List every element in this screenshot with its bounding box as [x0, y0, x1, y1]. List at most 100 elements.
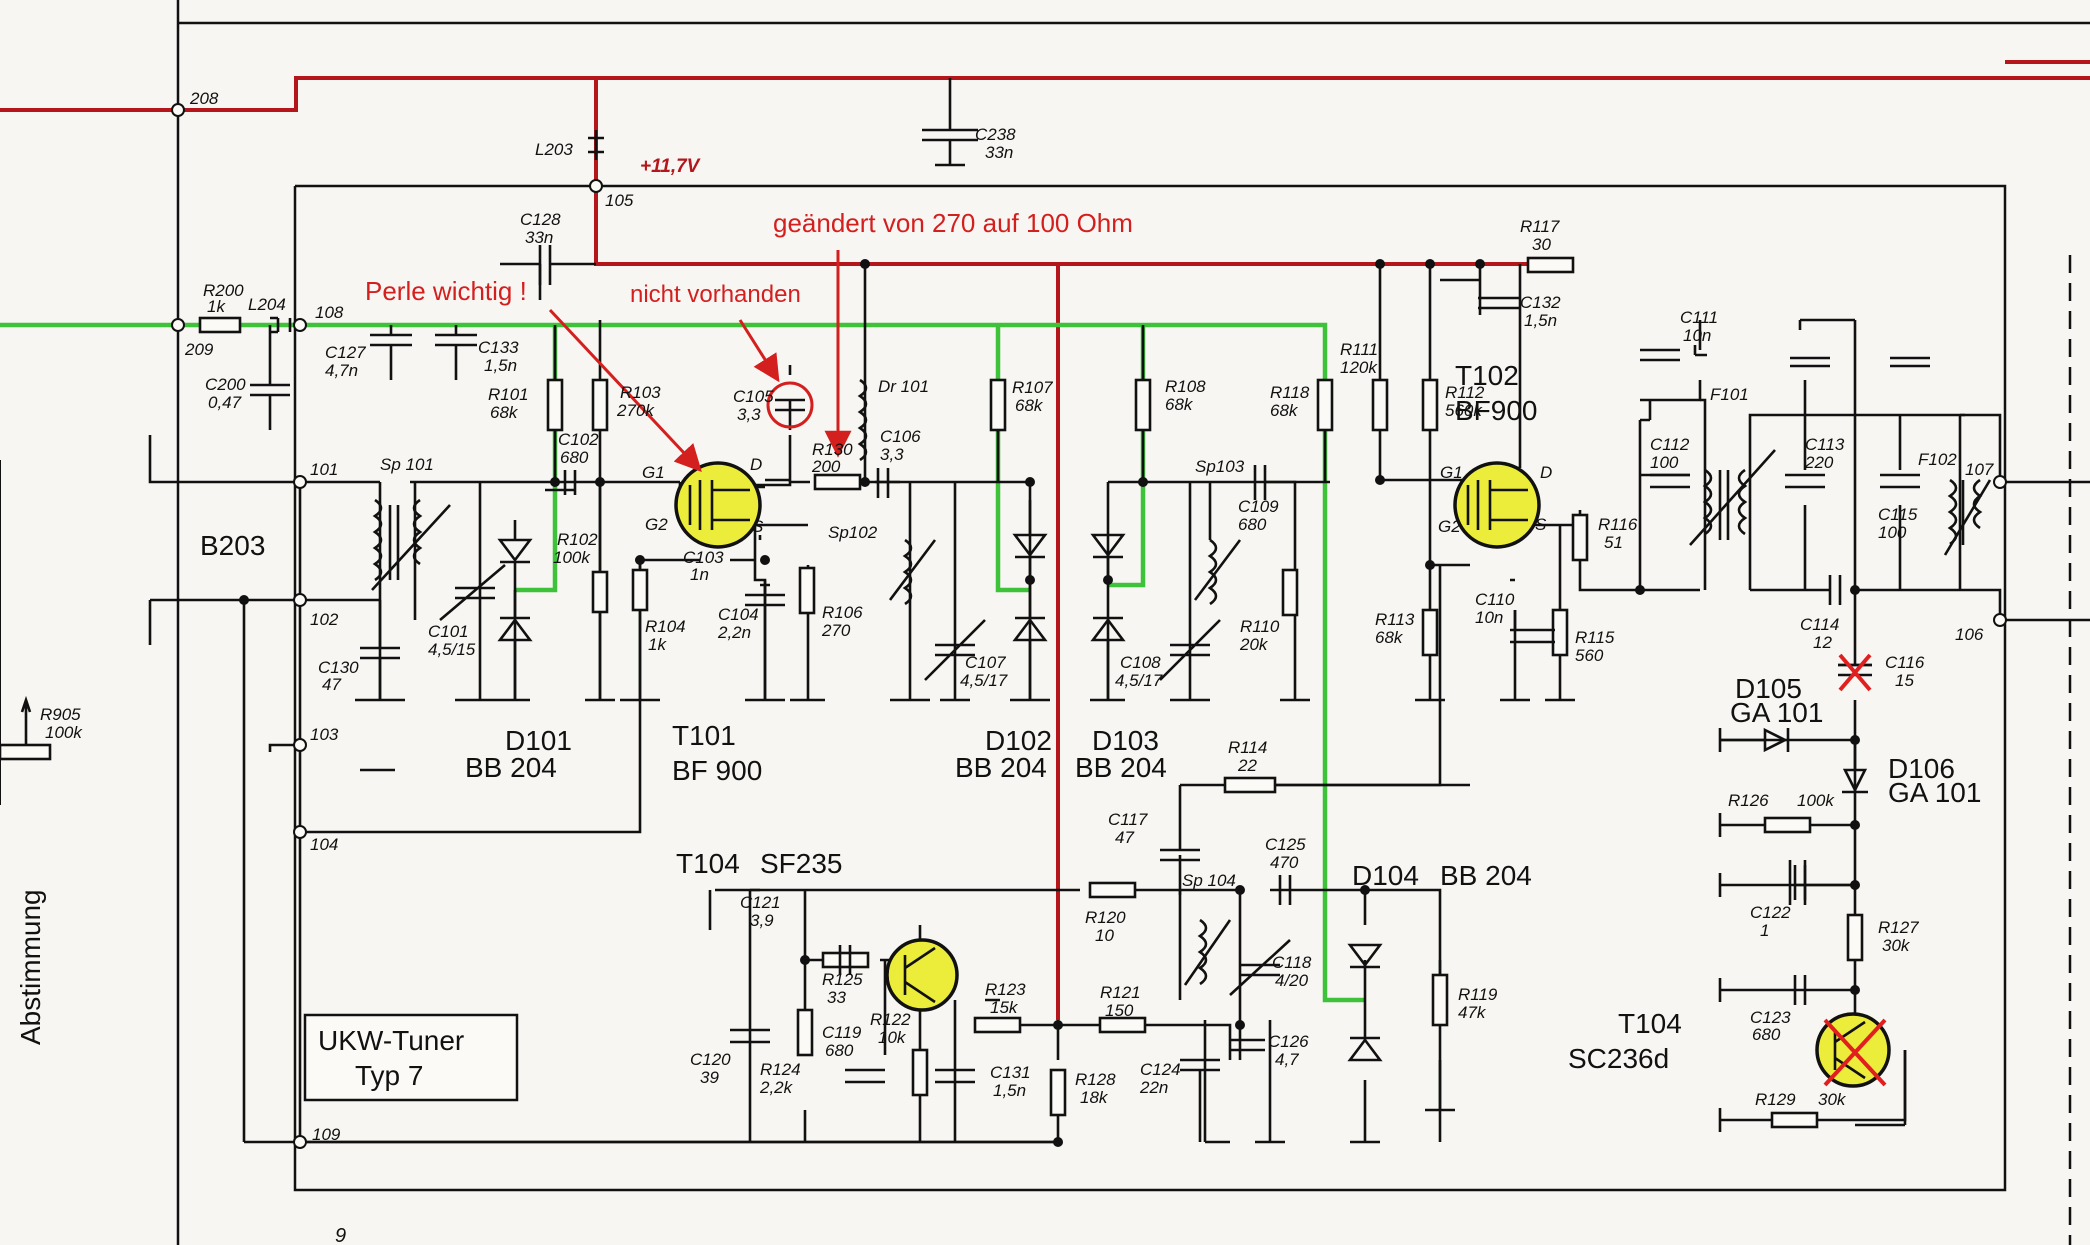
- label-misc-b203: B203: [200, 530, 265, 561]
- R905-symbol: [0, 743, 52, 761]
- label-components-c238-value: 33n: [985, 143, 1013, 162]
- label-transistors-t104_osc-name: T104: [676, 848, 740, 879]
- label-misc-sa: S: [752, 517, 764, 536]
- R118-symbol: [1316, 378, 1334, 432]
- R113-symbol: [1421, 608, 1439, 657]
- label-components-c113-ref: C113: [1805, 435, 1845, 454]
- label-components-r128-value: 18k: [1080, 1088, 1109, 1107]
- label-components-c238-ref: C238: [975, 125, 1016, 144]
- R129-symbol: [1770, 1111, 1819, 1129]
- label-components-c106-ref: C106: [880, 427, 921, 446]
- label-components-r127-value: 30k: [1882, 936, 1911, 955]
- label-components-r104-ref: R104: [645, 617, 686, 636]
- label-components-r115-ref: R115: [1575, 628, 1615, 647]
- label-components-c121-value: 3,9: [750, 911, 774, 930]
- label-misc-l203: L203: [535, 140, 573, 159]
- label-diodes-d102-name: D102: [985, 725, 1052, 756]
- label-misc-f102: F102: [1918, 450, 1957, 469]
- label-components-r117-value: 30: [1532, 235, 1551, 254]
- label-components-r107-value: 68k: [1015, 396, 1044, 415]
- label-components-r200-value: 1k: [207, 297, 226, 316]
- label-components-r113-value: 68k: [1375, 628, 1404, 647]
- label-components-r125-ref: R125: [822, 970, 863, 989]
- grounds: [355, 698, 1905, 1144]
- label-components-r129-ref: R129: [1755, 1090, 1796, 1109]
- annotation-bead-note: Perle wichtig !: [365, 276, 527, 306]
- label-components-r106-value: 270: [821, 621, 851, 640]
- label-components-c116-value: 15: [1895, 671, 1914, 690]
- label-nodes-9: 106: [1955, 625, 1984, 644]
- label-components-c105-value: 3,3: [737, 405, 761, 424]
- label-misc-sp104: Sp 104: [1182, 871, 1236, 890]
- label-components-r110-ref: R110: [1240, 617, 1280, 636]
- R121-symbol: [1098, 1016, 1147, 1034]
- label-misc-sp103: Sp103: [1195, 457, 1245, 476]
- R126-symbol: [1763, 816, 1812, 834]
- label-nodes-1: 105: [605, 191, 634, 210]
- label-components-r118-ref: R118: [1270, 383, 1310, 402]
- label-misc-sb: S: [1535, 515, 1547, 534]
- label-components-c121-ref: C121: [740, 893, 781, 912]
- label-nodes-8: 109: [312, 1125, 341, 1144]
- label-components-c101-value: 4,5/15: [428, 640, 476, 659]
- label-diodes-d106-name: D106: [1888, 753, 1955, 784]
- T101-symbol: [674, 461, 762, 549]
- label-components-r111-value: 120k: [1340, 358, 1378, 377]
- label-components-c131-ref: C131: [990, 1063, 1031, 1082]
- label-transistors-t104_osc-type: SF235: [760, 848, 843, 879]
- R120-symbol: [1088, 881, 1137, 899]
- label-components-c107-ref: C107: [965, 653, 1006, 672]
- label-transistors-t104_afc-type: SC236d: [1568, 1043, 1669, 1074]
- label-components-r116-value: 51: [1604, 533, 1623, 552]
- label-components-c132-ref: C132: [1520, 293, 1561, 312]
- label-components-c127-value: 4,7n: [325, 361, 358, 380]
- label-components-r122-ref: R122: [870, 1010, 911, 1029]
- R104-symbol: [631, 568, 649, 612]
- label-components-c112-value: 100: [1650, 453, 1679, 472]
- label-components-c123-value: 680: [1752, 1025, 1781, 1044]
- label-components-r121-value: 150: [1105, 1001, 1134, 1020]
- label-diodes-d103-type: BB 204: [1075, 752, 1167, 783]
- R103-symbol: [591, 378, 609, 432]
- label-transistors-t104_afc-name: T104: [1618, 1008, 1682, 1039]
- label-nodes-10: 107: [1965, 460, 1994, 479]
- label-components-c102-value: 680: [560, 448, 589, 467]
- label-components-c108-ref: C108: [1120, 653, 1161, 672]
- label-components-r120-ref: R120: [1085, 908, 1126, 927]
- label-nodes-7: 104: [310, 835, 338, 854]
- label-components-c106-value: 3,3: [880, 445, 904, 464]
- label-components-r102-ref: R102: [557, 530, 598, 549]
- label-nodes-4: 101: [310, 460, 338, 479]
- resistors: [0, 256, 1864, 1129]
- transistors: [674, 461, 1891, 1088]
- label-components-c102-ref: C102: [558, 430, 599, 449]
- label-components-c124-value: 22n: [1139, 1078, 1168, 1097]
- label-components-r108-value: 68k: [1165, 395, 1194, 414]
- label-diodes-d103-name: D103: [1092, 725, 1159, 756]
- R102-symbol: [591, 570, 609, 614]
- R200-symbol: [198, 316, 242, 334]
- supply-lines: [0, 60, 2090, 1020]
- label-components-c200-value: 0,47: [208, 393, 242, 412]
- labels: geändert von 270 auf 100 Ohm Perle wicht…: [15, 89, 1994, 1245]
- R111-symbol: [1371, 378, 1389, 432]
- label-components-c126-ref: C126: [1268, 1032, 1309, 1051]
- label-components-r118-value: 68k: [1270, 401, 1299, 420]
- R130-symbol: [813, 473, 862, 491]
- label-components-r102-value: 100k: [553, 548, 591, 567]
- label-components-r106-ref: R106: [822, 603, 863, 622]
- label-components-c127-ref: C127: [325, 343, 366, 362]
- label-components-r101-value: 68k: [490, 403, 519, 422]
- annotation-arrows: [548, 250, 852, 472]
- label-components-r108-ref: R108: [1165, 377, 1206, 396]
- label-diodes-d105-type: GA 101: [1730, 697, 1823, 728]
- label-components-r125-value: 33: [827, 988, 846, 1007]
- label-components-r111-ref: R111: [1340, 340, 1378, 359]
- label-components-c105-ref: C105: [733, 387, 774, 406]
- label-components-r120-value: 10: [1095, 926, 1114, 945]
- R128-symbol: [1049, 1068, 1067, 1117]
- R125-symbol: [821, 951, 870, 969]
- label-components-r112-ref: R112: [1445, 383, 1485, 402]
- page-number: 9: [335, 1225, 346, 1245]
